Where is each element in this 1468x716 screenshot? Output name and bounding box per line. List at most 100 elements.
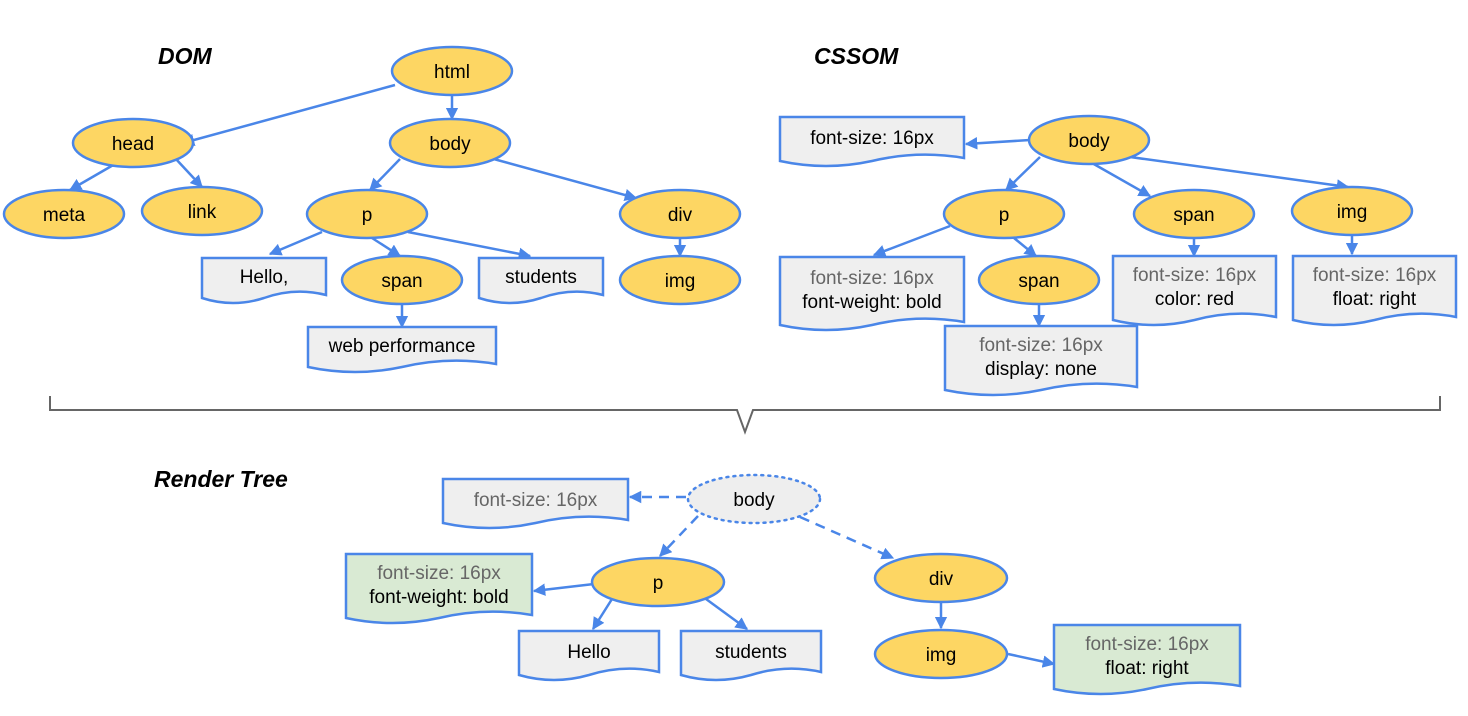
dom-edge-p-span <box>371 236 402 258</box>
cssom-doc-s_span1: font-size: 16px color: red <box>1111 254 1278 327</box>
cssom-node-span1: span <box>1132 188 1256 240</box>
render-node-img: img <box>873 628 1009 680</box>
dom-edge-head-link <box>174 157 203 188</box>
render-node-label: p <box>653 573 664 594</box>
edges-layer <box>68 83 1359 668</box>
cssom-edge-body-img <box>1129 155 1350 192</box>
cssom-edge-body-span1 <box>1091 161 1152 198</box>
render-node-shape <box>686 473 822 525</box>
dom-doc-shape <box>200 256 328 305</box>
render-node-shape <box>873 628 1009 680</box>
render-doc-line: font-weight: bold <box>369 587 508 608</box>
cssom-doc-line: font-size: 16px <box>979 335 1103 356</box>
cssom-doc-line: font-size: 16px <box>1133 265 1257 286</box>
section-title-cssom: CSSOM <box>814 43 899 69</box>
dom-node-label: img <box>665 271 696 292</box>
render-doc-shape <box>679 629 823 682</box>
dom-edge-head-meta <box>68 162 116 192</box>
cssom-doc-s_body: font-size: 16px <box>778 115 966 168</box>
render-doc-shape <box>344 552 534 625</box>
render-node-p: p <box>590 556 726 608</box>
cssom-edge-p-s_p <box>872 224 951 257</box>
dom-node-label: div <box>668 205 693 226</box>
cssom-doc-shape <box>778 255 966 332</box>
cssom-node-label: img <box>1337 202 1368 223</box>
cssom-doc-line: font-size: 16px <box>810 128 934 149</box>
dom-node-head: head <box>71 117 195 169</box>
render-node-label: div <box>929 569 954 590</box>
dom-node-label: span <box>381 271 422 292</box>
cssom-doc-shape <box>943 324 1139 397</box>
dom-edge-p-hello <box>268 230 323 256</box>
dom-edge-html-head <box>181 83 396 147</box>
dom-node-shape <box>140 185 264 237</box>
render-node-body: body <box>686 473 822 525</box>
cssom-node-shape <box>977 254 1101 306</box>
dom-doc-line: Hello, <box>240 267 289 288</box>
render-edge-body-p <box>659 515 699 557</box>
render-doc-line: students <box>715 642 787 663</box>
cssom-node-label: span <box>1173 205 1214 226</box>
section-title-render-tree: Render Tree <box>154 466 288 492</box>
dom-doc-line: web performance <box>328 336 476 357</box>
render-node-shape <box>590 556 726 608</box>
cssom-node-shape <box>1027 114 1151 166</box>
cssom-doc-line: font-size: 16px <box>810 268 934 289</box>
dom-node-shape <box>340 254 464 306</box>
render-edge-p-students <box>705 597 749 631</box>
cssom-node-label: p <box>999 205 1010 226</box>
render-node-shape <box>873 552 1009 604</box>
render-doc-shape <box>1052 623 1242 696</box>
dom-edge-body-div <box>489 156 638 202</box>
dom-node-label: p <box>362 205 373 226</box>
cssom-doc-line: float: right <box>1333 289 1417 310</box>
render-edge-p-hello <box>591 598 614 631</box>
render-doc-s_p: font-size: 16px font-weight: bold <box>344 552 534 625</box>
cssom-edge-p-span2 <box>1013 237 1037 257</box>
dom-node-label: link <box>188 202 217 223</box>
render-doc-hello: Hello <box>517 629 661 682</box>
render-doc-students: students <box>679 629 823 682</box>
render-doc-line: font-size: 16px <box>1085 634 1209 655</box>
docs-layer: Hello, students web performance font-size: … <box>200 115 1458 696</box>
cssom-doc-line: display: none <box>985 359 1097 380</box>
render-doc-line: float: right <box>1105 658 1189 679</box>
render-doc-line: font-size: 16px <box>377 563 501 584</box>
dom-doc-shape <box>306 325 498 374</box>
nodes-layer: html head body meta link p div span img body p span… <box>2 45 1414 680</box>
dom-node-label: html <box>434 62 470 83</box>
dom-node-span: span <box>340 254 464 306</box>
render-node-label: img <box>926 645 957 666</box>
cssom-node-body: body <box>1027 114 1151 166</box>
dom-node-shape <box>2 188 126 240</box>
render-doc-line: Hello <box>567 642 610 663</box>
dom-node-label: body <box>429 134 471 155</box>
dom-node-shape <box>305 188 429 240</box>
cssom-node-label: body <box>1068 131 1110 152</box>
dom-doc-hello: Hello, <box>200 256 328 305</box>
render-doc-line: font-size: 16px <box>474 490 598 511</box>
render-node-div: div <box>873 552 1009 604</box>
dom-node-html: html <box>390 45 514 97</box>
dom-node-meta: meta <box>2 188 126 240</box>
render-node-label: body <box>733 490 775 511</box>
render-doc-shape <box>517 629 661 682</box>
cssom-doc-line: color: red <box>1155 289 1234 310</box>
cssom-node-shape <box>942 188 1066 240</box>
dom-node-div: div <box>618 188 742 240</box>
dom-node-shape <box>71 117 195 169</box>
cssom-node-span2: span <box>977 254 1101 306</box>
cssom-node-shape <box>1290 185 1414 237</box>
cssom-node-shape <box>1132 188 1256 240</box>
dom-node-shape <box>618 188 742 240</box>
dom-node-body: body <box>388 117 512 169</box>
dom-node-shape <box>618 254 742 306</box>
cssom-doc-shape <box>1291 254 1458 327</box>
section-title-dom: DOM <box>158 43 213 69</box>
render-doc-shape <box>441 477 630 530</box>
cssom-doc-line: font-size: 16px <box>1313 265 1437 286</box>
dom-doc-students: students <box>477 256 605 305</box>
cssom-doc-s_span2: font-size: 16px display: none <box>943 324 1139 397</box>
